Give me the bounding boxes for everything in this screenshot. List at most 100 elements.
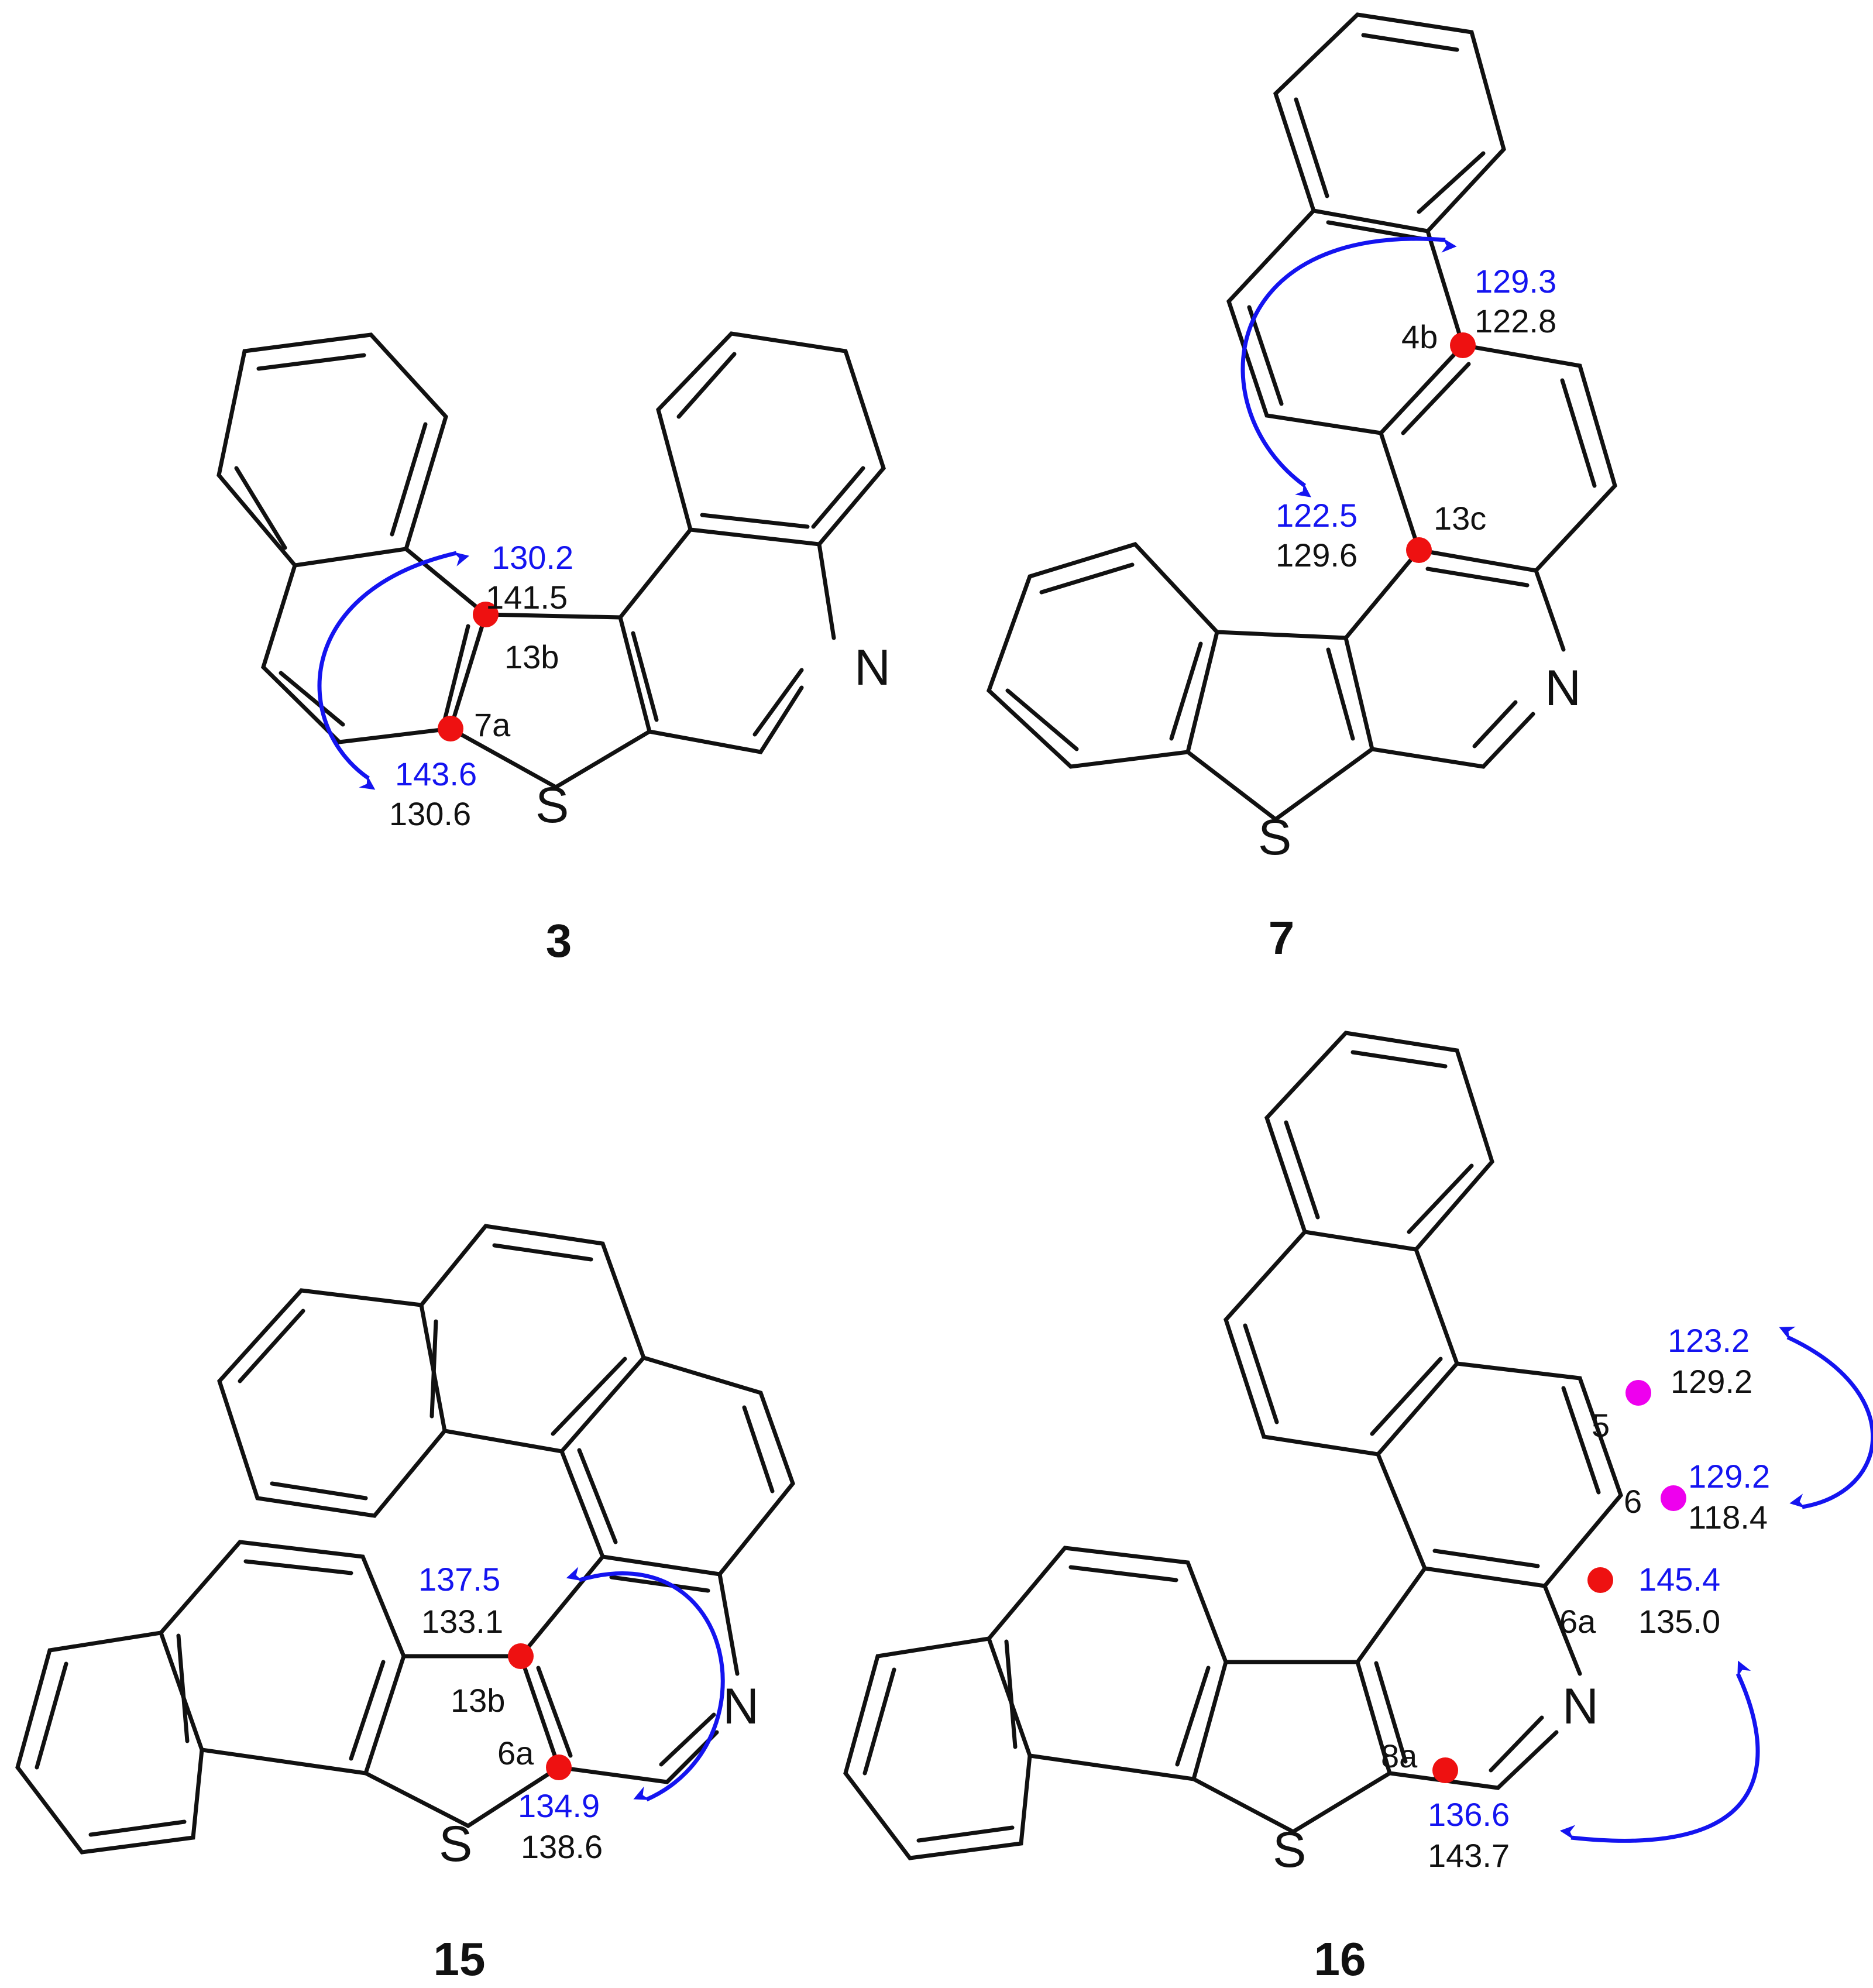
position-label: 7a — [474, 706, 511, 743]
bond — [35, 1661, 68, 1770]
shift-blue: 134.9 — [518, 1787, 600, 1824]
bond — [1350, 1050, 1448, 1069]
bond — [1432, 1548, 1540, 1568]
compound-number: 16 — [1314, 1933, 1366, 1985]
bond — [1326, 647, 1355, 741]
compound-number: 15 — [434, 1933, 486, 1985]
shift-black: 118.4 — [1688, 1499, 1768, 1536]
bond — [659, 1712, 716, 1767]
bond — [1489, 1715, 1544, 1773]
position-label: 6a — [497, 1735, 534, 1771]
position-label: 6 — [1624, 1483, 1642, 1520]
bond — [429, 1319, 438, 1419]
hmbc-arrow — [1779, 1326, 1873, 1509]
bond — [1175, 1666, 1211, 1767]
shift-blue: 137.5 — [418, 1561, 500, 1598]
shift-blue: 143.6 — [395, 756, 477, 792]
bond — [1376, 1361, 1623, 1588]
bond — [1004, 1639, 1018, 1749]
shift-black: 138.6 — [521, 1828, 603, 1865]
bond — [238, 1309, 305, 1383]
shift-blue: 145.4 — [1638, 1561, 1720, 1598]
compound-16-bonds — [843, 1031, 1623, 1860]
position-marker — [438, 716, 463, 741]
compound-3: N S 13b 7a 130.2 141.5 143.6 130.6 3 — [216, 331, 891, 967]
bond — [159, 1540, 406, 1776]
atom-label: S — [1258, 809, 1291, 866]
bond — [492, 1243, 593, 1262]
bond — [1294, 97, 1329, 198]
bond — [1273, 12, 1506, 234]
bond — [1374, 1661, 1408, 1764]
bond — [1243, 1323, 1279, 1424]
bond — [1425, 566, 1530, 588]
bond — [176, 1633, 190, 1743]
bond — [631, 631, 659, 722]
bond — [1039, 562, 1135, 595]
position-label: 6a — [1559, 1603, 1596, 1640]
hmbc-arrow — [566, 1567, 725, 1802]
bond — [217, 1288, 447, 1518]
bond — [1169, 641, 1203, 741]
bond — [1343, 548, 1566, 769]
hmbc-arrow — [1240, 236, 1457, 497]
bond — [742, 1405, 775, 1493]
bond — [1247, 305, 1284, 406]
bond — [256, 353, 366, 371]
bond — [1224, 1230, 1459, 1457]
bond — [676, 352, 737, 419]
bond — [243, 1559, 353, 1575]
bond — [88, 1819, 187, 1837]
position-marker — [1625, 1380, 1651, 1406]
bond — [752, 668, 804, 737]
shift-black: 141.5 — [486, 579, 568, 616]
bond — [559, 1355, 795, 1577]
bond — [1370, 1357, 1443, 1436]
bond — [1264, 1031, 1494, 1252]
bond — [1472, 700, 1518, 748]
bond — [577, 1448, 618, 1544]
bond — [1361, 33, 1459, 52]
shift-black: 135.0 — [1638, 1603, 1720, 1640]
compound-15-bonds — [15, 1224, 795, 1855]
bond — [656, 331, 886, 547]
compound-number: 3 — [546, 915, 572, 967]
atom-label: N — [1545, 660, 1581, 716]
shift-blue: 123.2 — [1668, 1322, 1750, 1359]
bond — [916, 1825, 1015, 1843]
bond — [1191, 1660, 1392, 1835]
atom-label: N — [854, 640, 891, 696]
position-label: 4b — [1401, 318, 1438, 355]
bond — [986, 542, 1219, 769]
bond — [1407, 1163, 1474, 1234]
position-marker — [1661, 1485, 1686, 1511]
hmbc-arrow — [317, 551, 470, 790]
atom-label: S — [439, 1816, 472, 1872]
compound-7: N S 4b 13c 129.3 122.8 122.5 129.6 7 — [986, 12, 1617, 964]
bond — [270, 1481, 368, 1501]
position-label: 5 — [1592, 1407, 1610, 1444]
shift-blue: 129.3 — [1475, 263, 1556, 300]
bond — [390, 422, 428, 537]
shift-black: 129.2 — [1671, 1363, 1752, 1400]
bond — [1068, 1565, 1178, 1582]
atom-label: N — [1562, 1678, 1599, 1735]
position-marker — [1432, 1757, 1458, 1783]
bond — [15, 1630, 204, 1855]
bond — [1560, 378, 1597, 488]
position-marker — [546, 1754, 572, 1780]
bond — [862, 1667, 896, 1776]
compound-15: N S 13b 6a 137.5 133.1 134.9 138.6 15 — [15, 1224, 795, 1985]
shift-black: 133.1 — [421, 1603, 503, 1640]
bond — [216, 332, 448, 568]
position-marker — [1587, 1567, 1613, 1593]
position-label: 13c — [1434, 500, 1486, 537]
bond — [536, 1666, 573, 1758]
shift-black: 143.7 — [1428, 1837, 1510, 1874]
bond — [234, 466, 287, 550]
bond — [1561, 1386, 1601, 1495]
bond — [1185, 630, 1374, 822]
shift-black: 129.6 — [1276, 537, 1358, 574]
shift-blue: 122.5 — [1276, 497, 1358, 534]
bond — [1379, 343, 1617, 573]
